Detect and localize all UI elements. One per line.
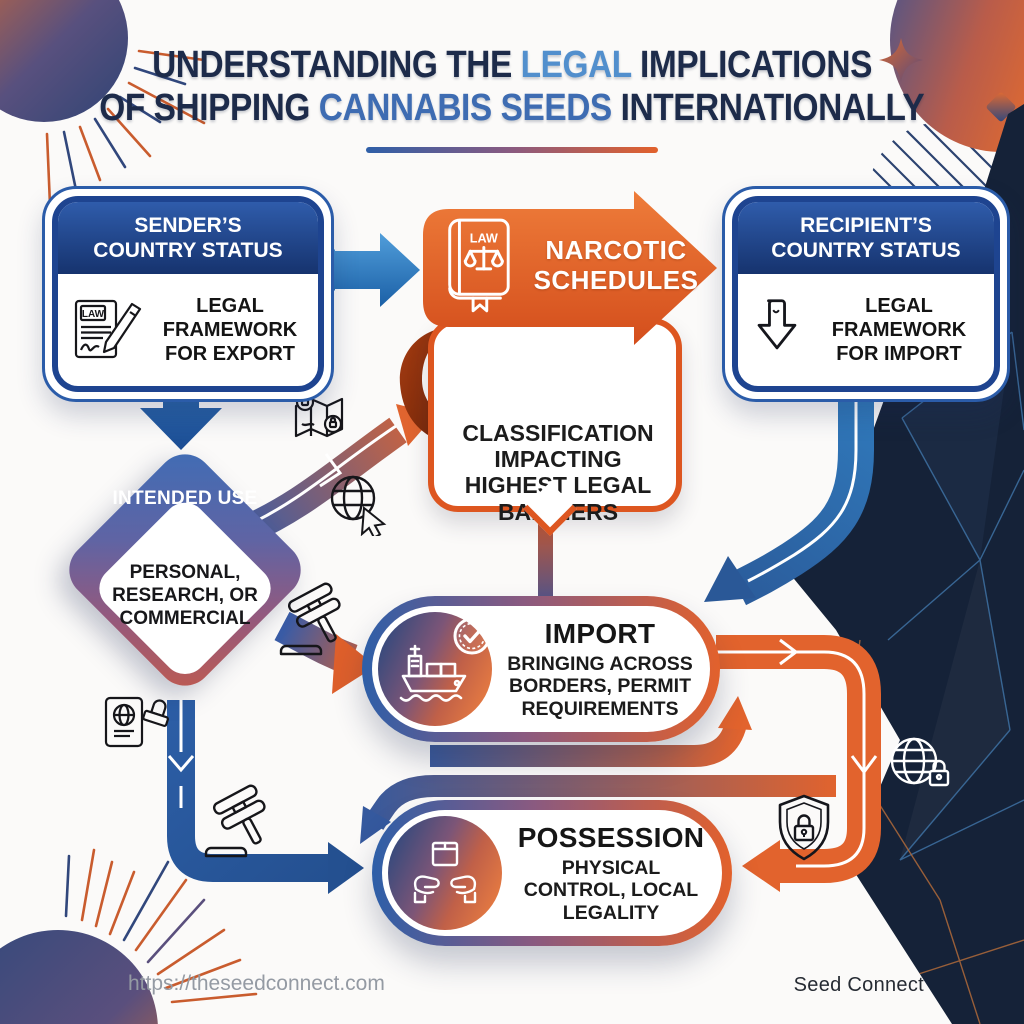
cargo-ship-icon — [399, 644, 467, 702]
node-narcotic-bubble: CLASSIFICATION IMPACTING HIGHEST LEGAL B… — [428, 318, 682, 525]
footer-url: https://theseedconnect.com — [128, 972, 385, 995]
title-line2-post: INTERNATIONALLY — [612, 86, 925, 129]
title-line1-highlight: LEGAL — [520, 44, 632, 86]
law-book-scales-icon: LAW — [448, 218, 510, 313]
law-document-label: LAW — [82, 309, 105, 320]
node-recipient-country-status: RECIPIENT’S COUNTRY STATUS LEGAL FRAMEWO… — [722, 186, 1010, 402]
intended-use-body-text: PERSONAL, RESEARCH, OR COMMERCIAL — [112, 562, 258, 629]
title-underline — [366, 147, 658, 153]
node-import: IMPORT BRINGING ACROSS BORDERS, PERMIT R… — [362, 596, 720, 742]
page-title: UNDERSTANDING THE LEGAL IMPLICATIONS OF … — [0, 44, 1024, 129]
node-sender-country-status: SENDER’S COUNTRY STATUS LAW LEGAL FRAMEW… — [42, 186, 334, 402]
possession-title: POSSESSION — [517, 821, 705, 853]
recipient-card-header: RECIPIENT’S COUNTRY STATUS — [738, 202, 994, 274]
footer-brand: Seed Connect — [793, 974, 924, 996]
law-document-pen-icon: LAW — [74, 299, 142, 358]
recipient-card-body-text: LEGAL FRAMEWORK FOR IMPORT — [831, 294, 967, 365]
sender-card-body-text: LEGAL FRAMEWORK FOR EXPORT — [162, 294, 298, 365]
title-line-1: UNDERSTANDING THE LEGAL IMPLICATIONS — [152, 44, 872, 87]
check-badge-icon — [453, 617, 491, 655]
import-body-text: BRINGING ACROSS BORDERS, PERMIT REQUIREM… — [507, 652, 693, 720]
gavel-icon-upper — [279, 582, 341, 656]
arrow-recipient-to-import — [704, 382, 874, 606]
shield-lock-icon — [778, 794, 830, 861]
title-line2-highlight: CANNABIS SEEDS — [319, 86, 613, 129]
law-book-label: LAW — [470, 232, 498, 246]
narcotic-title: NARCOTIC SCHEDULES — [533, 235, 699, 295]
download-arrow-icon — [757, 299, 797, 350]
title-line2-pre: OF SHIPPING — [99, 86, 320, 129]
title-line1-post: IMPLICATIONS — [631, 44, 872, 86]
hands-holding-box-icon — [413, 841, 477, 904]
globe-cursor-icon — [330, 475, 387, 536]
recipient-card-title: RECIPIENT’S COUNTRY STATUS — [771, 214, 961, 262]
sender-card-title: SENDER’S COUNTRY STATUS — [93, 214, 283, 262]
possession-icon-circle — [388, 816, 502, 930]
node-possession: POSSESSION PHYSICAL CONTROL, LOCAL LEGAL… — [372, 800, 732, 946]
import-title: IMPORT — [544, 617, 656, 649]
passport-stamp-icon — [104, 696, 169, 748]
intended-use-title: INTENDED USE — [112, 488, 258, 509]
possession-body-text: PHYSICAL CONTROL, LOCAL LEGALITY — [523, 856, 699, 924]
globe-lock-icon — [890, 737, 950, 787]
title-line1-pre: UNDERSTANDING THE — [152, 44, 521, 86]
import-icon-circle — [378, 612, 492, 726]
gavel-icon-lower — [204, 784, 266, 858]
sender-card-header: SENDER’S COUNTRY STATUS — [58, 202, 318, 274]
title-line-2: OF SHIPPING CANNABIS SEEDS INTERNATIONAL… — [99, 87, 924, 130]
narcotic-body-text: CLASSIFICATION IMPACTING HIGHEST LEGAL B… — [462, 420, 654, 525]
corner-sunburst-bottom-left — [0, 848, 258, 1024]
